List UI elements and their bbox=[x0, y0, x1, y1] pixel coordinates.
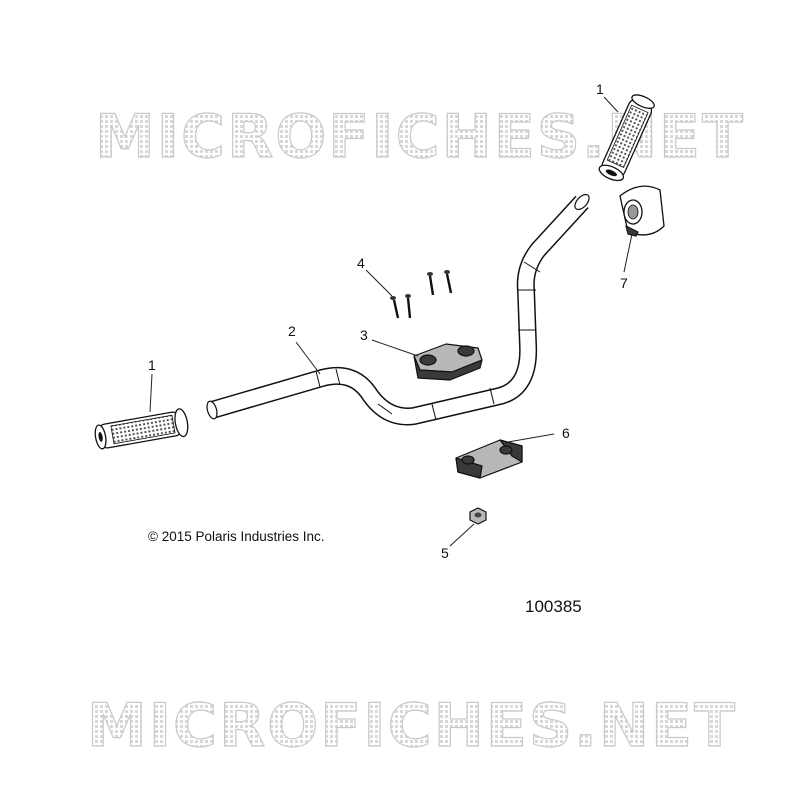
copyright-notice: © 2015 Polaris Industries Inc. bbox=[148, 529, 325, 544]
callout-upper-clamp: 3 bbox=[360, 327, 368, 343]
callout-screws: 4 bbox=[357, 255, 365, 271]
callout-nut: 5 bbox=[441, 545, 449, 561]
screw bbox=[444, 270, 453, 294]
leader-screws bbox=[365, 269, 393, 297]
nut bbox=[469, 507, 487, 525]
screw bbox=[427, 272, 435, 296]
upper-clamp bbox=[413, 343, 483, 381]
leader-handlebar bbox=[295, 341, 321, 375]
callout-right-grip: 1 bbox=[596, 81, 604, 97]
callout-left-grip: 1 bbox=[148, 357, 156, 373]
left-grip bbox=[94, 408, 189, 450]
screws bbox=[390, 270, 453, 319]
right-grip bbox=[598, 94, 655, 182]
end-pad bbox=[619, 185, 665, 237]
callout-handlebar: 2 bbox=[288, 323, 296, 339]
watermark-bottom: MICROFICHES.NET bbox=[87, 691, 737, 761]
handlebar bbox=[206, 193, 590, 426]
document-number: 100385 bbox=[525, 597, 582, 616]
leader-lower-clamp bbox=[507, 433, 555, 443]
callout-lower-clamp: 6 bbox=[562, 425, 570, 441]
leader-right-grip bbox=[603, 96, 619, 113]
leader-end-pad bbox=[623, 233, 633, 273]
leader-nut bbox=[449, 523, 475, 547]
leader-left-grip bbox=[149, 373, 153, 413]
screw bbox=[405, 294, 412, 319]
screw bbox=[390, 296, 400, 319]
leader-upper-clamp bbox=[371, 339, 419, 357]
callout-end-pad: 7 bbox=[620, 275, 628, 291]
lower-clamp bbox=[455, 439, 523, 479]
